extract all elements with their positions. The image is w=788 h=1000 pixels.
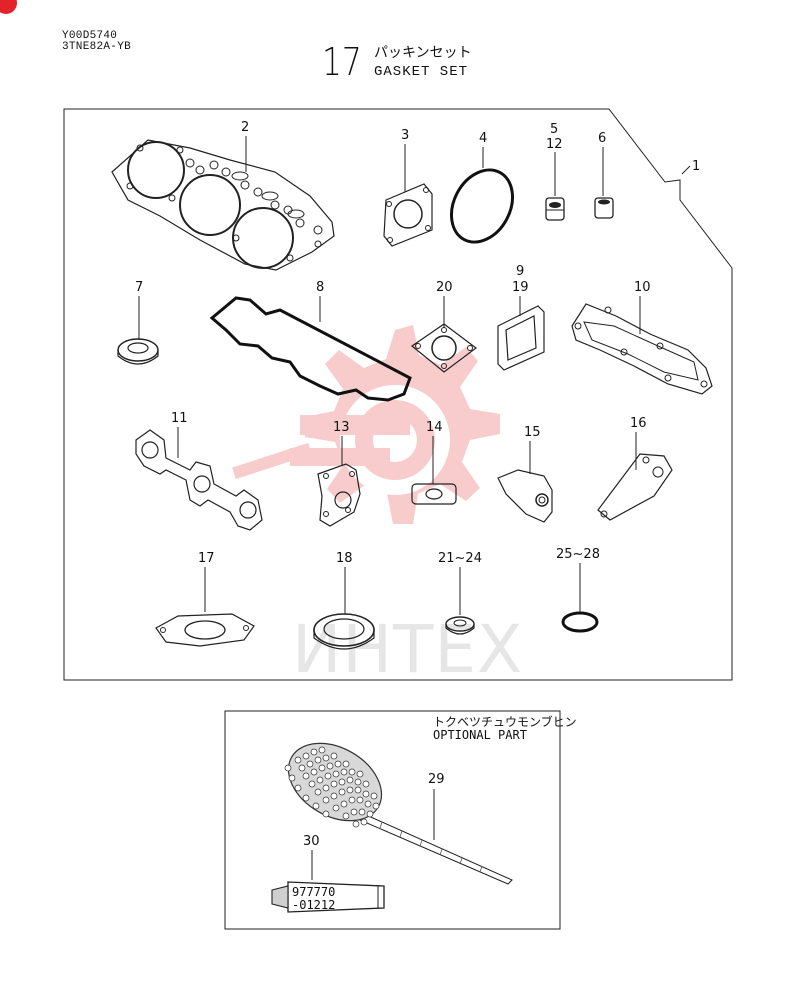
part-11-manifold-gasket: 11 <box>135 411 263 531</box>
doc-code-line1: Y00D5740 <box>62 30 118 42</box>
doc-code-line2: 3TNE82A-YB <box>62 41 132 53</box>
part-20-gasket: 20 <box>410 280 477 373</box>
svg-text:19: 19 <box>512 280 529 295</box>
svg-text:21~24: 21~24 <box>438 551 482 566</box>
part-30-sealant-tube: 30 977770 -01212 <box>271 834 385 913</box>
main-frame <box>63 108 733 681</box>
part-3-gasket: 3 <box>383 128 433 247</box>
part-18-ring: 18 <box>313 551 375 650</box>
svg-text:29: 29 <box>428 772 445 787</box>
part-13-gasket: 13 <box>317 420 361 527</box>
svg-text:11: 11 <box>171 411 188 426</box>
callout-1: 1 <box>681 159 700 175</box>
svg-text:15: 15 <box>524 425 541 440</box>
part-9-19-gasket: 9 19 <box>497 264 545 371</box>
svg-text:17: 17 <box>198 551 215 566</box>
svg-text:2: 2 <box>241 120 249 135</box>
svg-text:7: 7 <box>135 280 143 295</box>
svg-text:1: 1 <box>692 159 700 174</box>
optional-title-en: OPTIONAL PART <box>433 728 527 742</box>
document-code: Y00D5740 3TNE82A-YB <box>62 31 131 53</box>
svg-text:12: 12 <box>546 137 563 152</box>
svg-text:25~28: 25~28 <box>556 547 600 562</box>
svg-text:4: 4 <box>479 131 487 146</box>
svg-text:20: 20 <box>436 280 453 295</box>
svg-text:30: 30 <box>303 834 320 849</box>
part-16-gasket: 16 <box>597 416 673 521</box>
section-title-en: GASKET SET <box>374 64 469 80</box>
svg-text:13: 13 <box>333 420 350 435</box>
part-10-gasket: 10 <box>571 280 713 395</box>
optional-part-box <box>224 710 561 930</box>
svg-text:9: 9 <box>516 264 524 279</box>
part-21-24-washer: 21~24 <box>438 551 482 635</box>
part-15-gasket: 15 <box>497 425 553 523</box>
svg-text:18: 18 <box>336 551 353 566</box>
svg-text:10: 10 <box>634 280 651 295</box>
svg-text:16: 16 <box>630 416 647 431</box>
section-number: 17 <box>322 40 362 84</box>
watermark-text: ИНТЕХ <box>292 611 523 688</box>
part-6-seal: 6 <box>594 131 614 219</box>
part-5-12-seal: 5 12 <box>545 122 565 221</box>
tube-label-line2: -01212 <box>292 898 335 912</box>
svg-text:5: 5 <box>550 122 558 137</box>
svg-text:8: 8 <box>316 280 324 295</box>
part-4-o-ring: 4 <box>450 131 514 244</box>
tube-label-line1: 977770 <box>292 885 335 899</box>
part-14-gasket: 14 <box>411 420 457 505</box>
part-29-brush: 29 <box>284 742 513 885</box>
optional-title-jp: トクベツチュウモンブヒン <box>433 714 577 729</box>
svg-text:3: 3 <box>401 128 409 143</box>
part-17-gasket: 17 <box>155 551 255 647</box>
svg-text:6: 6 <box>598 131 606 146</box>
corner-marker-icon <box>0 0 17 14</box>
svg-text:14: 14 <box>426 420 443 435</box>
section-title-jp: パッキンセット <box>374 45 472 61</box>
part-2-head-gasket: 2 <box>111 120 335 271</box>
watermark-gear-icon <box>232 325 500 524</box>
part-25-28-o-ring: 25~28 <box>556 547 600 633</box>
part-8-cover-gasket: 8 <box>209 280 412 402</box>
part-7-washer: 7 <box>117 280 159 365</box>
